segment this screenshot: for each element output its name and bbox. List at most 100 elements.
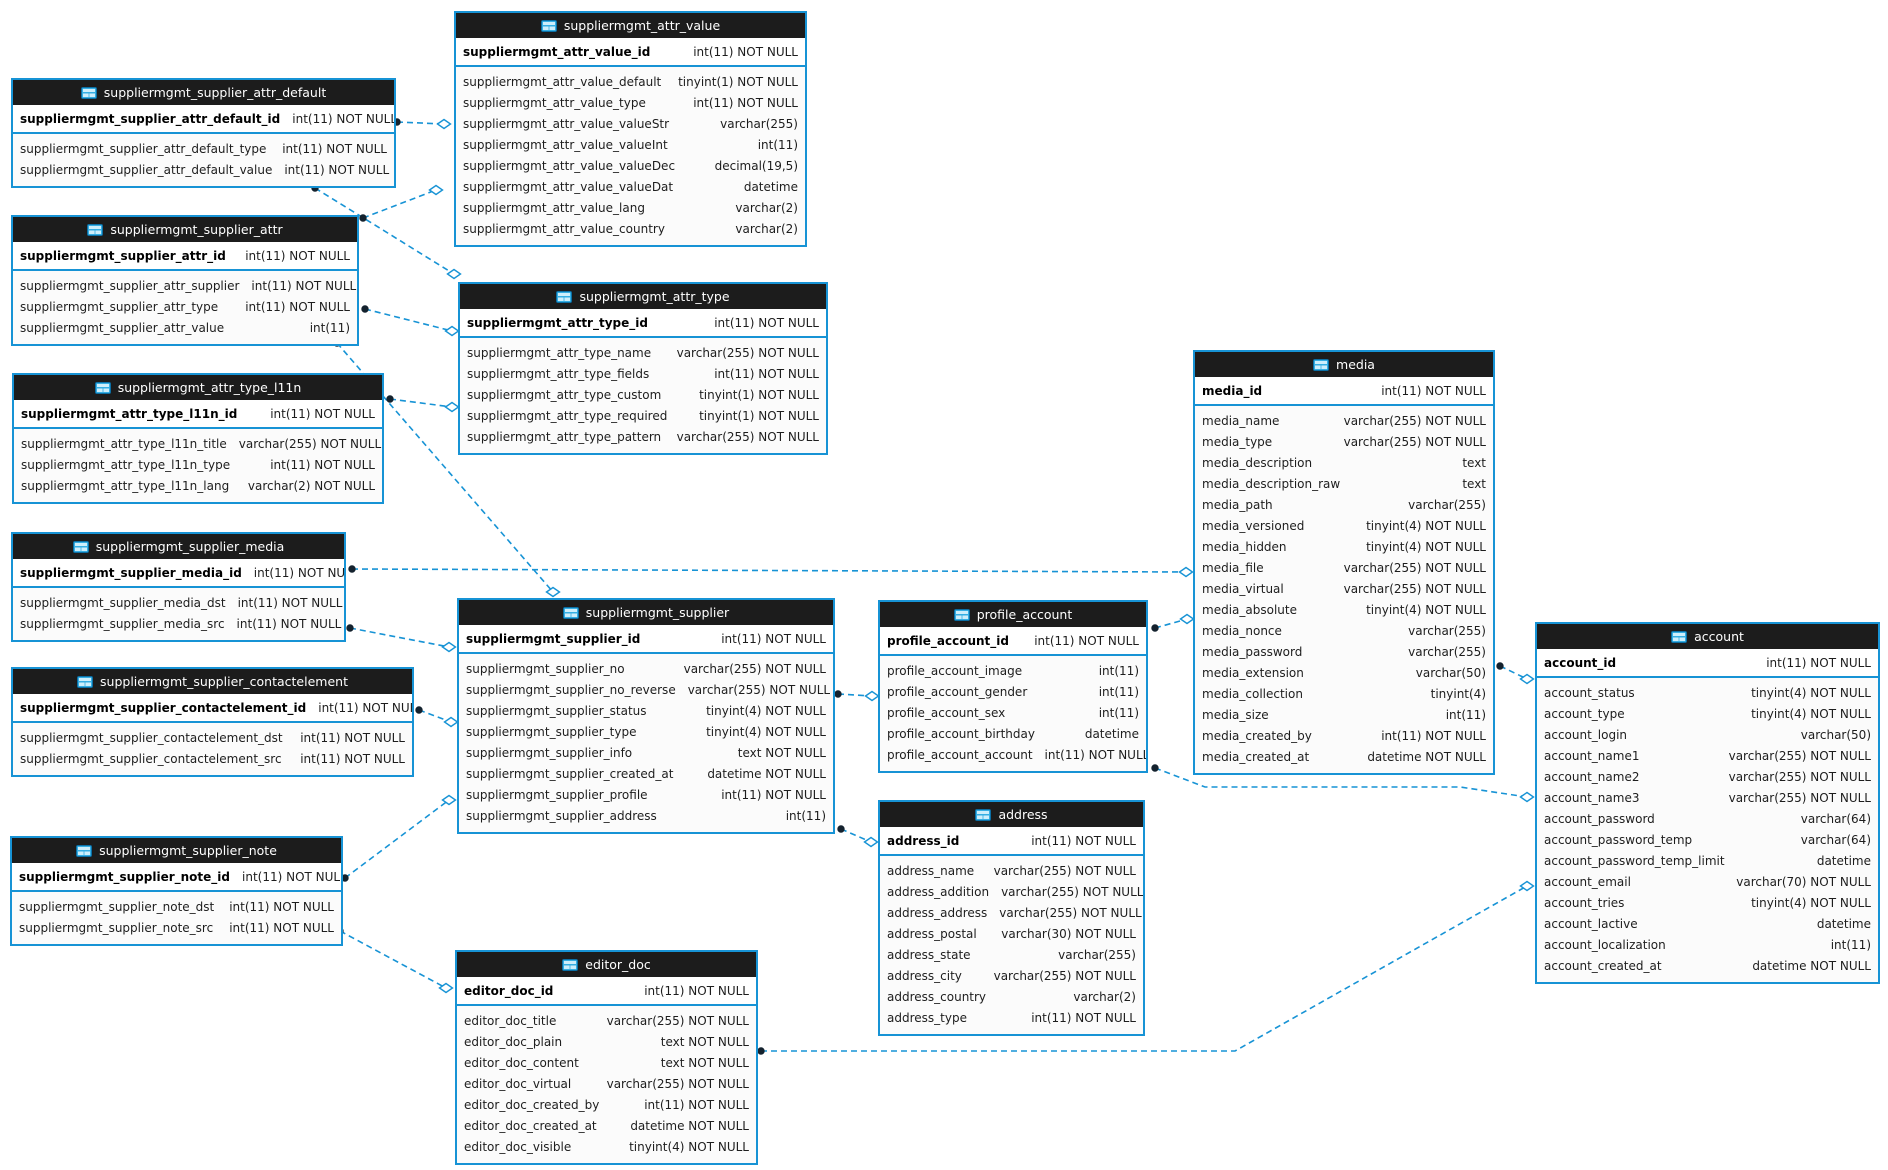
relationship-line[interactable] (364, 308, 453, 332)
relationship-line[interactable] (761, 885, 1528, 1052)
table-header[interactable]: suppliermgmt_attr_value (456, 13, 805, 38)
relationship-line[interactable] (1154, 767, 1528, 798)
relationship-line[interactable] (840, 828, 872, 843)
table-suppliermgmt_attr_value[interactable]: suppliermgmt_attr_value suppliermgmt_attr… (454, 11, 807, 247)
table-header[interactable]: suppliermgmt_supplier_contactelement (13, 669, 412, 694)
column-row[interactable]: suppliermgmt_supplier_contactelement_src… (13, 748, 412, 769)
table-header[interactable]: suppliermgmt_attr_type (460, 284, 826, 309)
table-header[interactable]: suppliermgmt_supplier_media (13, 534, 344, 559)
table-header[interactable]: editor_doc (457, 952, 756, 977)
column-row[interactable]: suppliermgmt_supplier_contactelement_dst… (13, 727, 412, 748)
relationship-line[interactable] (396, 121, 445, 125)
relationship-line[interactable] (389, 398, 453, 408)
relationship-line[interactable] (351, 568, 1187, 573)
table-header[interactable]: suppliermgmt_supplier (459, 600, 833, 625)
relationship-line[interactable] (344, 799, 450, 879)
table-header[interactable]: suppliermgmt_supplier_note (12, 838, 341, 863)
relationship-line[interactable] (339, 930, 447, 989)
table-header[interactable]: address (880, 802, 1143, 827)
table-header[interactable]: profile_account (880, 602, 1146, 627)
column-row[interactable]: suppliermgmt_supplier_attr_default_value… (13, 159, 394, 180)
relationship-line[interactable] (418, 709, 452, 723)
table-header[interactable]: suppliermgmt_supplier_attr (13, 217, 357, 242)
table-suppliermgmt_supplier[interactable]: suppliermgmt_supplier suppliermgmt_suppli… (457, 598, 835, 834)
table-header[interactable]: suppliermgmt_attr_type_l11n (14, 375, 382, 400)
relationship-line[interactable] (349, 627, 450, 648)
table-header[interactable]: media (1195, 352, 1493, 377)
